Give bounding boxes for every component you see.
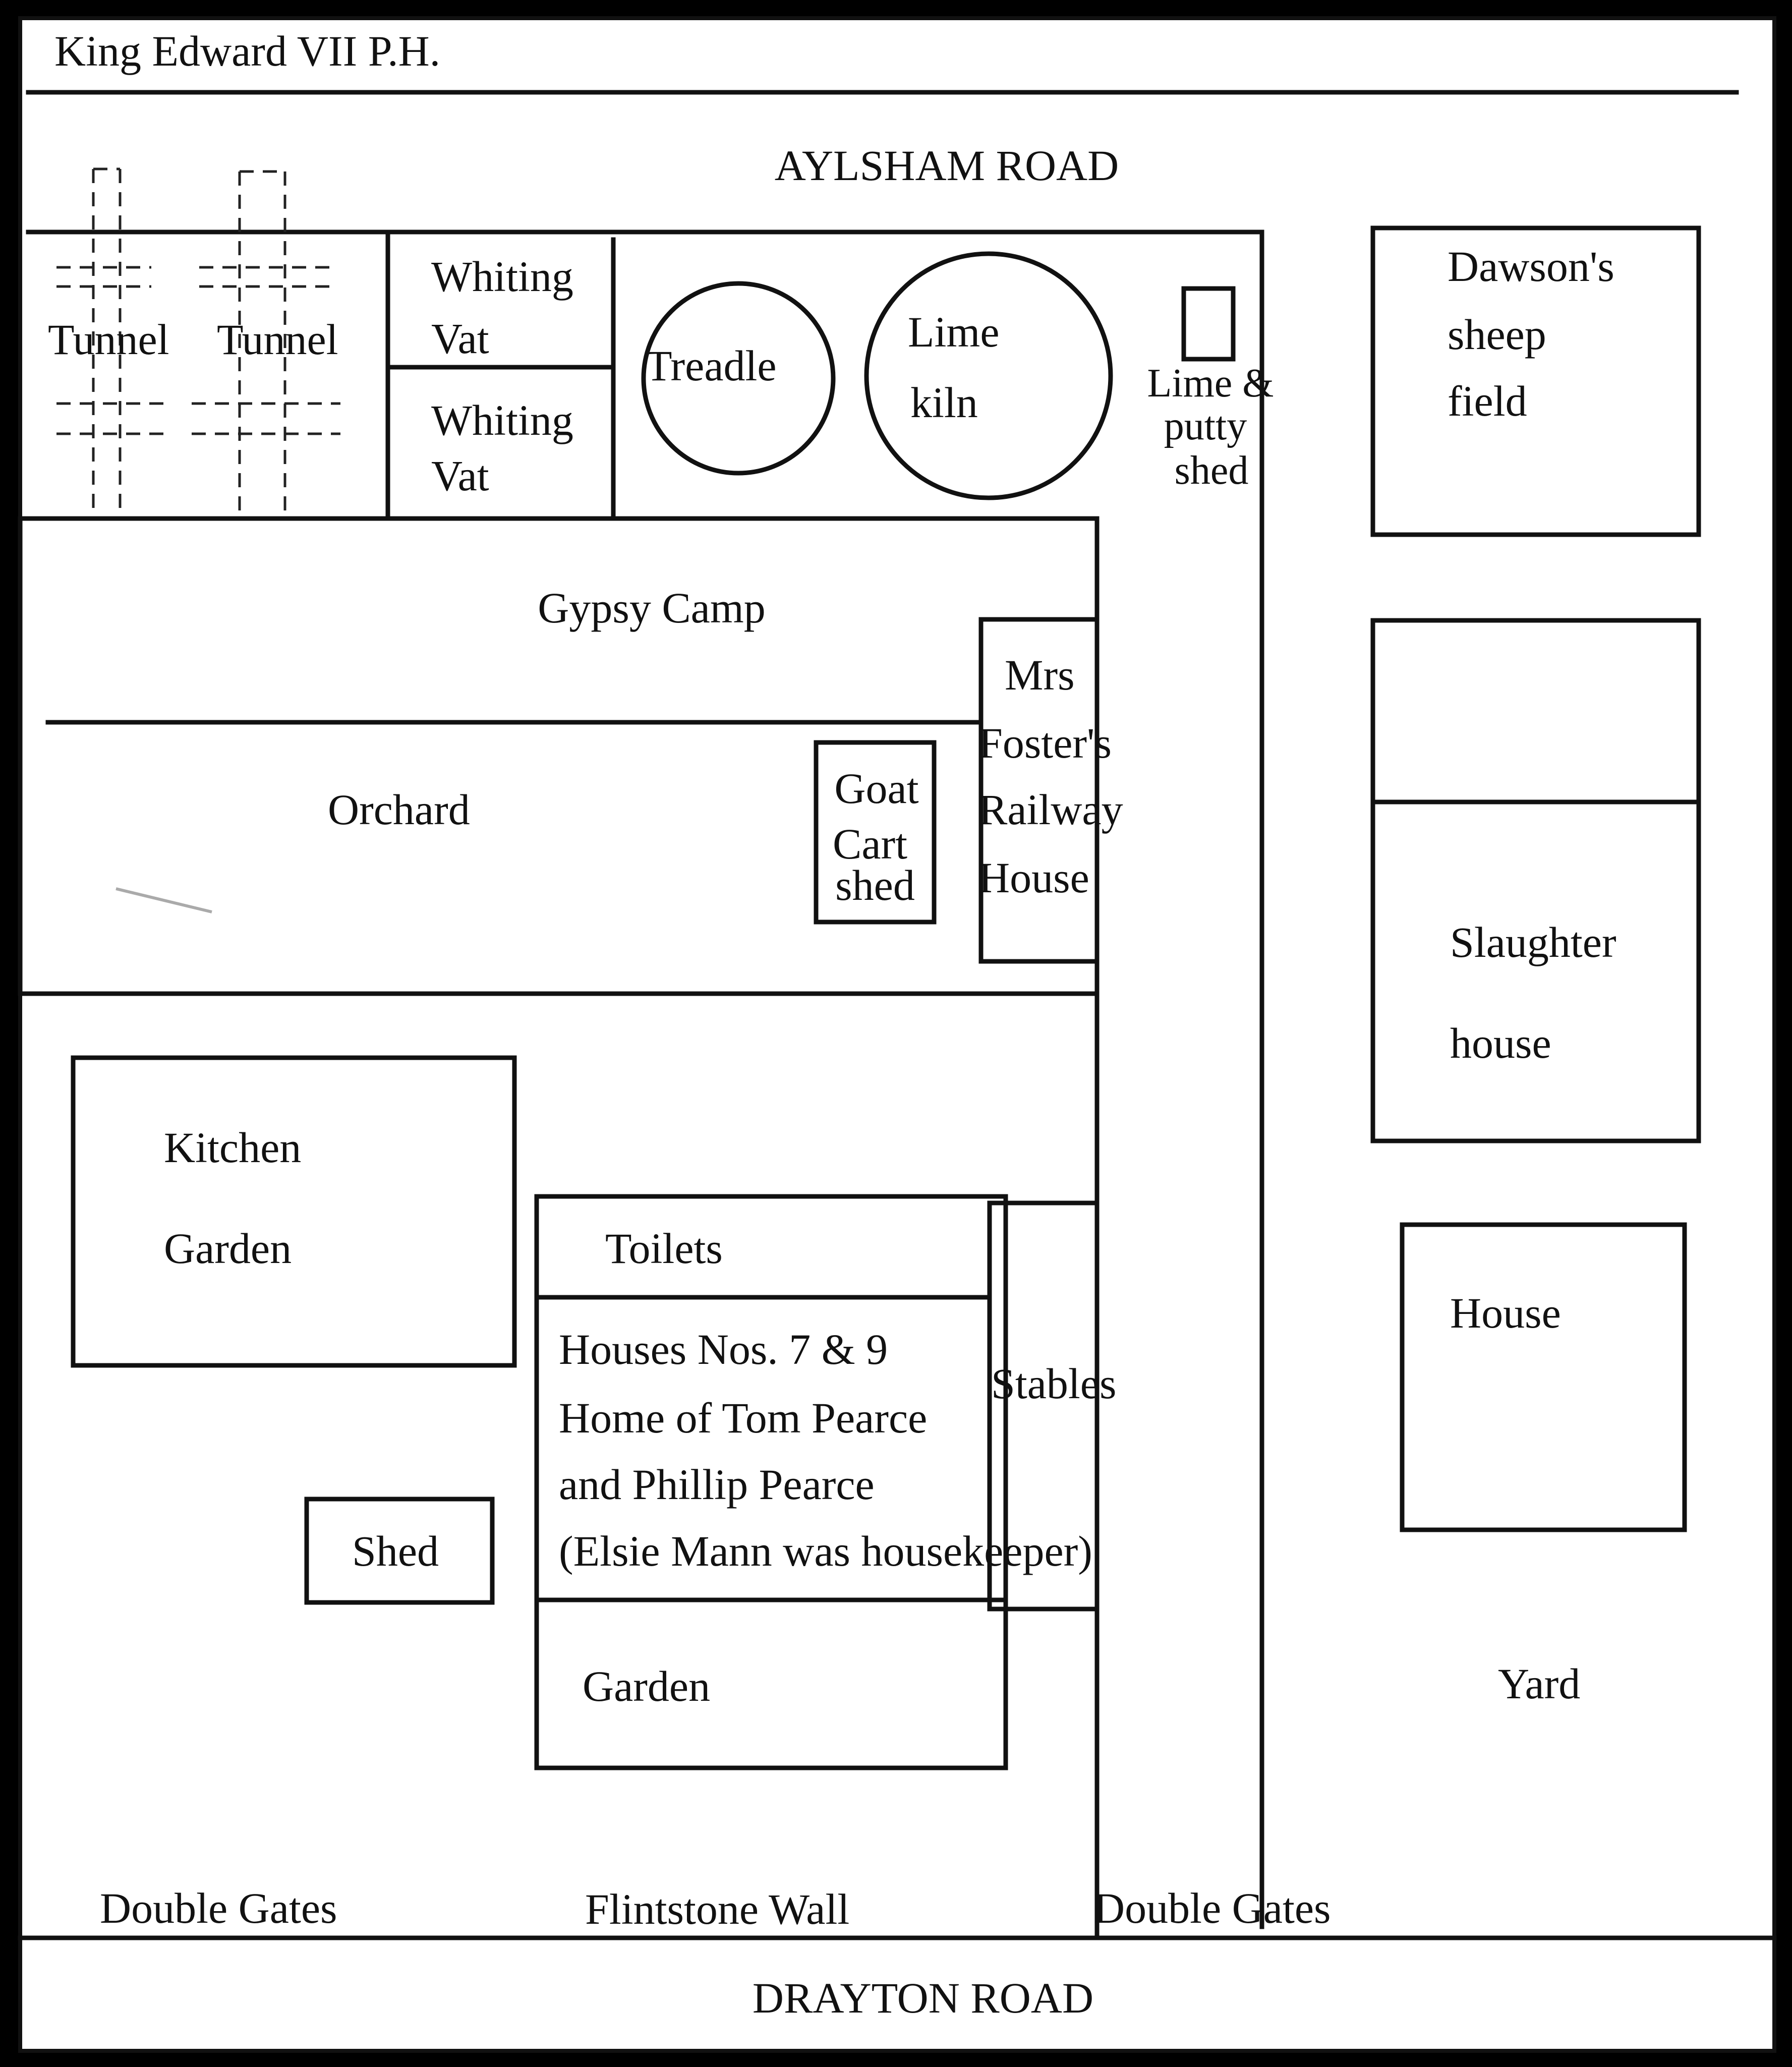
- slaughter-house-box: [1370, 618, 1701, 1143]
- lime-kiln-line-2: kiln: [910, 378, 978, 427]
- whiting-vat-2-line-1: Whiting: [431, 396, 573, 444]
- drayton-road-label: DRAYTON ROAD: [752, 1974, 1094, 2022]
- railway-house-line-2: Foster's: [978, 719, 1112, 767]
- slaughter-line-1: Slaughter: [1450, 918, 1616, 966]
- orchard-label: Orchard: [328, 785, 470, 834]
- slaughter-line-2: house: [1450, 1019, 1551, 1067]
- lime-kiln-line-1: Lime: [908, 308, 1000, 356]
- kitchen-garden-box: [71, 1055, 517, 1368]
- lime-kiln-circle: [864, 251, 1113, 500]
- putty-shed-line-2: putty: [1164, 404, 1247, 448]
- gypsy-camp-label: Gypsy Camp: [538, 584, 766, 632]
- railway-house-line-4: House: [978, 853, 1089, 902]
- dawsons-field-box: [1370, 225, 1701, 537]
- house-box: [1400, 1222, 1687, 1532]
- double-gates-left: Double Gates: [100, 1884, 337, 1932]
- tunnel-label-1: Tunnel: [48, 315, 169, 364]
- aylsham-road-label: AYLSHAM ROAD: [774, 141, 1119, 190]
- house-label: House: [1450, 1289, 1561, 1337]
- treadle-label: Treadle: [646, 341, 777, 390]
- page-title: King Edward VII P.H.: [54, 27, 441, 75]
- houses-line-3: and Phillip Pearce: [559, 1460, 875, 1509]
- tunnel-dashes: [56, 167, 340, 514]
- goat-shed-box: [814, 740, 937, 925]
- dawsons-line-1: Dawson's: [1448, 242, 1614, 291]
- houses-line-1: Houses Nos. 7 & 9: [559, 1325, 888, 1373]
- yard-label: Yard: [1498, 1659, 1581, 1708]
- goat-shed-line-3: shed: [835, 861, 915, 909]
- putty-shed-line-1: Lime &: [1147, 361, 1274, 406]
- whiting-vat-1-line-1: Whiting: [431, 252, 573, 301]
- stables-label: Stables: [991, 1359, 1117, 1408]
- tunnel-label-2: Tunnel: [217, 315, 338, 364]
- garden-label: Garden: [583, 1662, 711, 1710]
- double-gates-right: Double Gates: [1093, 1884, 1331, 1932]
- railway-house-line-1: Mrs: [1005, 651, 1075, 699]
- stables-box: [987, 1200, 1100, 1612]
- houses-block: [534, 1194, 1008, 1770]
- railway-house-line-3: Railway: [978, 785, 1123, 834]
- whiting-vat-2-line-2: Vat: [431, 451, 489, 500]
- putty-shed-box: [1181, 286, 1236, 362]
- kitchen-garden-line-2: Garden: [164, 1224, 292, 1273]
- railway-house-box: [978, 617, 1100, 964]
- whiting-vat-1-line-2: Vat: [431, 314, 489, 363]
- putty-shed-line-3: shed: [1174, 448, 1249, 493]
- houses-line-4: (Elsie Mann was housekeeper): [559, 1527, 1092, 1575]
- goat-shed-line-2: Cart: [832, 820, 908, 868]
- shed-label: Shed: [352, 1527, 439, 1575]
- houses-line-2: Home of Tom Pearce: [559, 1394, 928, 1442]
- dawsons-line-3: field: [1448, 377, 1527, 425]
- goat-shed-line-1: Goat: [834, 764, 919, 813]
- scan-mark: [115, 887, 212, 913]
- toilets-label: Toilets: [605, 1224, 723, 1273]
- outer-border: [18, 16, 1776, 2053]
- flintstone-wall-label: Flintstone Wall: [585, 1885, 850, 1933]
- kitchen-garden-line-1: Kitchen: [164, 1123, 302, 1172]
- treadle-circle: [641, 281, 836, 476]
- dawsons-line-2: sheep: [1448, 310, 1546, 359]
- shed-box: [304, 1497, 495, 1605]
